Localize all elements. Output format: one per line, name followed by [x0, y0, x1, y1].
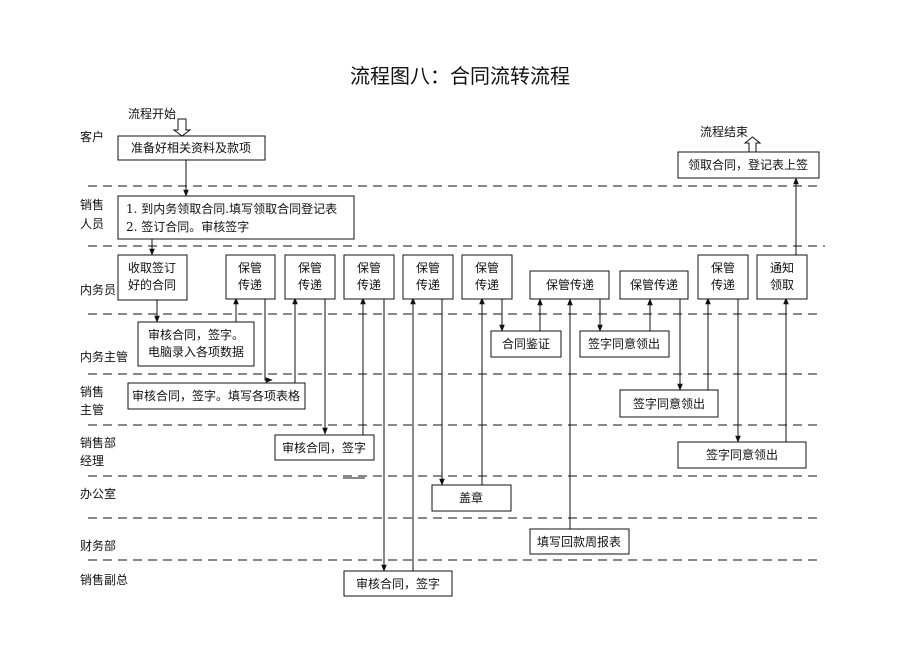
flow-end-label: 流程结束	[700, 124, 748, 139]
box-notify	[756, 254, 808, 300]
label-weekly-report: 填写回款周报表	[537, 534, 621, 549]
box-audit-sign-mgr	[274, 434, 375, 461]
label-sign-agree-3: 签字同意领出	[706, 447, 778, 462]
lane-separators	[88, 185, 825, 561]
box-audit-forms	[127, 382, 306, 410]
label-keep-7: 保管传递	[630, 277, 678, 292]
box-audit-sign-vp	[343, 570, 453, 597]
label-notify: 通知领取	[770, 261, 794, 292]
label-audit-sign-mgr: 审核合同，签字	[282, 440, 366, 455]
box-keep-3	[343, 254, 395, 300]
flow-start-label: 流程开始	[128, 106, 176, 121]
label-sign-agree-2: 签字同意领出	[633, 396, 705, 411]
label-keep-4: 保管传递	[416, 260, 440, 292]
lane-labels: 客户 销售人员 内务员 内务主管 销售主管 销售部经理 办公室 财务部 销售副总	[80, 129, 128, 587]
box-keep-1	[225, 254, 276, 300]
lane-label-sales-staff: 销售人员	[80, 197, 104, 231]
diagram-title: 流程图八：合同流转流程	[350, 64, 570, 88]
lane-label-clerk: 内务员	[80, 282, 116, 297]
lane-label-finance: 财务部	[80, 538, 116, 553]
box-contract-verify	[490, 330, 562, 358]
label-sign-agree-1: 签字同意领出	[588, 336, 660, 351]
box-sign-agree-1	[579, 330, 670, 358]
box-keep-7	[619, 270, 689, 300]
box-receive-contract	[677, 151, 820, 179]
box-collect-sign	[117, 254, 188, 301]
label-audit-forms: 审核合同，签字。填写各项表格	[132, 388, 300, 403]
lane-label-customer: 客户	[80, 129, 104, 144]
label-receive-contract: 领取合同，登记表上签	[688, 157, 808, 172]
label-collect-sign: 收取签订好的合同	[128, 260, 176, 292]
box-sign-agree-3	[677, 441, 807, 469]
label-keep-1: 保管传递	[238, 260, 262, 292]
box-prepare	[117, 135, 266, 161]
lane-label-sales-supervisor: 销售主管	[80, 384, 104, 417]
box-weekly-report	[529, 528, 630, 555]
label-keep-2: 保管传递	[298, 260, 322, 292]
box-sales-steps	[117, 195, 355, 240]
process-boxes	[117, 135, 820, 597]
box-keep-2	[284, 254, 336, 300]
label-keep-6: 保管传递	[546, 277, 594, 292]
box-keep-6	[529, 270, 610, 300]
lane-label-sales-vp: 销售副总	[80, 572, 128, 587]
label-audit-record: 审核合同，签字。电脑录入各项数据	[148, 327, 244, 359]
box-keep-5	[461, 254, 513, 300]
connectors	[149, 160, 799, 572]
connector	[264, 299, 273, 383]
lane-label-internal-supervisor: 内务主管	[80, 349, 128, 364]
box-keep-4	[402, 254, 454, 300]
label-prepare: 准备好相关资料及款项	[131, 141, 251, 155]
label-stamp: 盖章	[459, 490, 483, 505]
box-labels: 准备好相关资料及款项 领取合同，登记表上签 1. 到内务领取合同.填写领取合同登…	[126, 141, 808, 591]
box-sign-agree-2	[619, 389, 719, 418]
box-stamp	[431, 484, 512, 512]
label-audit-sign-vp: 审核合同，签字	[356, 576, 440, 591]
label-keep-3: 保管传递	[357, 260, 381, 292]
lane-label-office: 办公室	[80, 486, 116, 501]
box-keep-8	[697, 254, 749, 300]
lane-label-sales-manager: 销售部经理	[80, 435, 116, 468]
label-keep-8: 保管传递	[711, 260, 735, 292]
flow-start-arrow-icon	[172, 118, 192, 137]
flow-end-arrow-icon	[743, 136, 762, 153]
label-keep-5: 保管传递	[475, 260, 499, 292]
label-contract-verify: 合同鉴证	[502, 336, 550, 351]
box-audit-record	[137, 321, 255, 367]
